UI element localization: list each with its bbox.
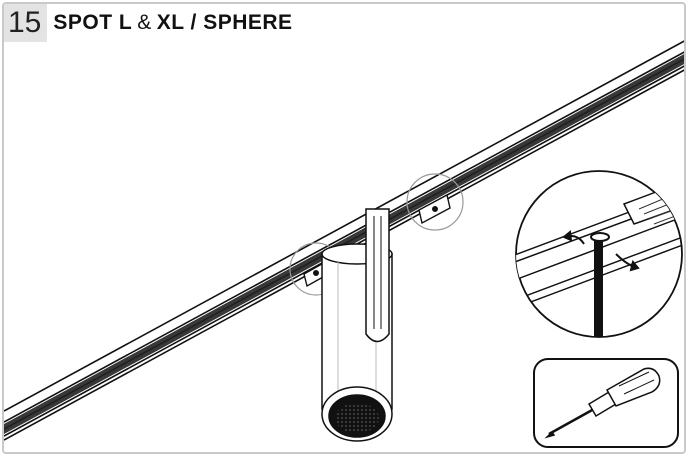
screw-detail-magnifier	[515, 170, 683, 338]
step-number: 15	[4, 4, 48, 42]
title-part-1: SPOT L	[53, 11, 133, 34]
screwdriver-icon	[533, 358, 679, 448]
step-header: 15 SPOT L&XL / SPHERE	[4, 4, 293, 42]
title-amp: &	[137, 11, 152, 34]
title-part-2: XL / SPHERE	[156, 11, 293, 34]
instruction-panel: 15 SPOT L&XL / SPHERE	[2, 2, 686, 454]
step-title: SPOT L&XL / SPHERE	[53, 11, 292, 35]
rail-clip-right	[418, 193, 451, 225]
rotate-arrows-icon	[562, 230, 640, 272]
illustration	[4, 40, 684, 448]
spot-light-fixture	[321, 208, 393, 442]
clip-highlight-right	[406, 173, 464, 231]
